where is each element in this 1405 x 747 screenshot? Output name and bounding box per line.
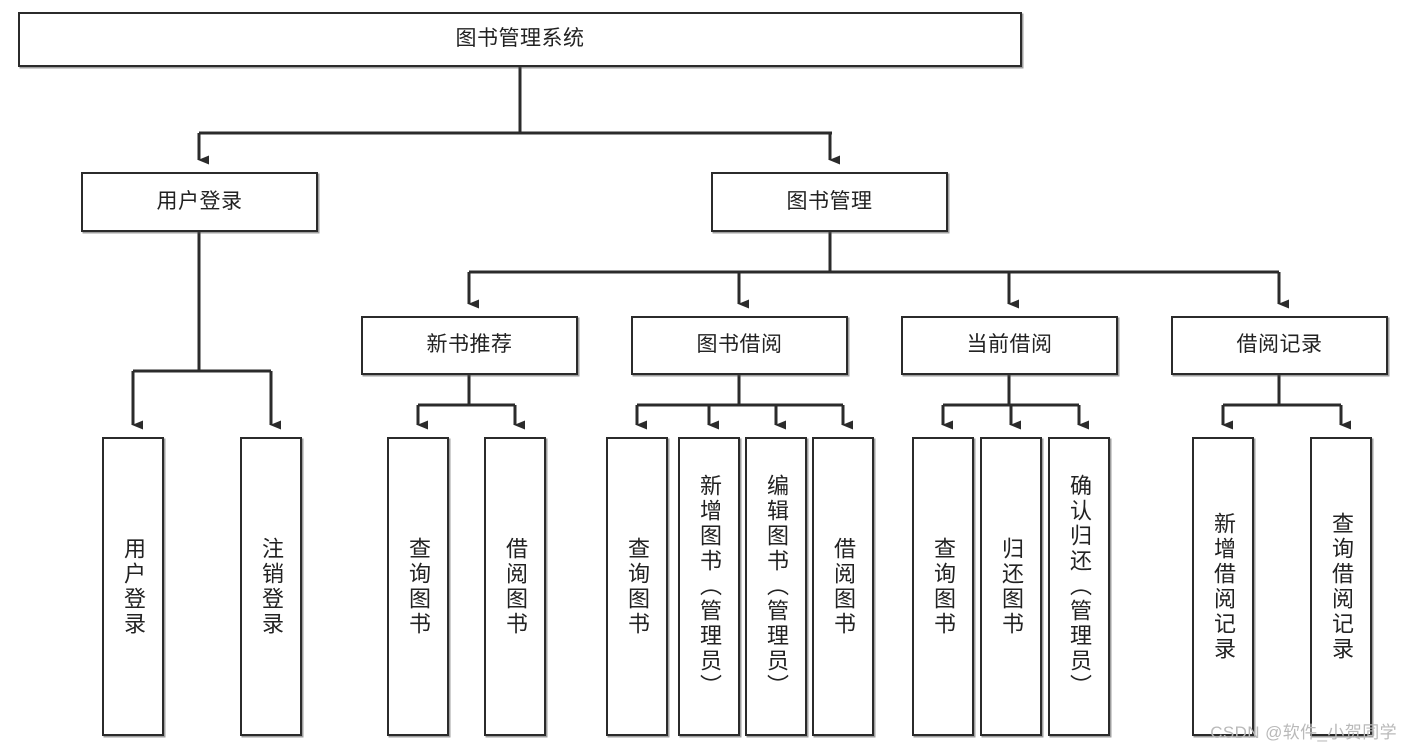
node-label-leaf-confirm-return-admin: 确认归还（管理员） bbox=[1066, 474, 1092, 699]
node-label-leaf-edit-book-admin: 编辑图书（管理员） bbox=[763, 474, 789, 699]
node-label-leaf-query-book-recommend: 查询图书 bbox=[405, 536, 431, 637]
node-book-borrow[interactable]: 图书借阅 bbox=[631, 316, 848, 375]
node-label-leaf-user-login: 用户登录 bbox=[120, 536, 146, 637]
node-root-system[interactable]: 图书管理系统 bbox=[18, 12, 1022, 67]
node-leaf-add-book-admin[interactable]: 新增图书（管理员） bbox=[678, 437, 740, 736]
node-current-borrow[interactable]: 当前借阅 bbox=[901, 316, 1118, 375]
node-book-management[interactable]: 图书管理 bbox=[711, 172, 948, 232]
node-leaf-query-borrow-record[interactable]: 查询借阅记录 bbox=[1310, 437, 1372, 736]
node-leaf-query-book-recommend[interactable]: 查询图书 bbox=[387, 437, 449, 736]
node-leaf-user-logout[interactable]: 注销登录 bbox=[240, 437, 302, 736]
node-label-leaf-add-book-admin: 新增图书（管理员） bbox=[696, 474, 722, 699]
node-label-user-login: 用户登录 bbox=[156, 189, 243, 213]
node-label-leaf-query-book-borrow: 查询图书 bbox=[624, 536, 650, 637]
node-label-book-borrow: 图书借阅 bbox=[696, 333, 783, 357]
node-label-leaf-borrow-book: 借阅图书 bbox=[830, 536, 856, 637]
node-borrow-record[interactable]: 借阅记录 bbox=[1171, 316, 1388, 375]
node-label-leaf-return-book: 归还图书 bbox=[998, 536, 1024, 637]
node-leaf-edit-book-admin[interactable]: 编辑图书（管理员） bbox=[745, 437, 807, 736]
node-leaf-query-book-borrow[interactable]: 查询图书 bbox=[606, 437, 668, 736]
node-label-root: 图书管理系统 bbox=[455, 27, 585, 51]
node-label-current-borrow: 当前借阅 bbox=[966, 333, 1053, 357]
node-leaf-return-book[interactable]: 归还图书 bbox=[980, 437, 1042, 736]
node-label-leaf-query-book-current: 查询图书 bbox=[930, 536, 956, 637]
node-label-new-book-recommend: 新书推荐 bbox=[426, 333, 513, 357]
node-user-login[interactable]: 用户登录 bbox=[81, 172, 318, 232]
node-label-leaf-add-borrow-record: 新增借阅记录 bbox=[1210, 511, 1236, 662]
node-leaf-add-borrow-record[interactable]: 新增借阅记录 bbox=[1192, 437, 1254, 736]
node-label-leaf-borrow-book-recommend: 借阅图书 bbox=[502, 536, 528, 637]
node-new-book-recommend[interactable]: 新书推荐 bbox=[361, 316, 578, 375]
node-label-leaf-query-borrow-record: 查询借阅记录 bbox=[1328, 511, 1354, 662]
node-leaf-confirm-return-admin[interactable]: 确认归还（管理员） bbox=[1048, 437, 1110, 736]
node-label-book-management: 图书管理 bbox=[786, 189, 873, 213]
node-leaf-borrow-book[interactable]: 借阅图书 bbox=[812, 437, 874, 736]
watermark-text: CSDN @软件_小贺同学 bbox=[1210, 723, 1397, 742]
node-leaf-query-book-current[interactable]: 查询图书 bbox=[912, 437, 974, 736]
node-label-borrow-record: 借阅记录 bbox=[1236, 333, 1323, 357]
node-leaf-borrow-book-recommend[interactable]: 借阅图书 bbox=[484, 437, 546, 736]
node-label-leaf-user-logout: 注销登录 bbox=[258, 536, 284, 637]
node-leaf-user-login[interactable]: 用户登录 bbox=[102, 437, 164, 736]
